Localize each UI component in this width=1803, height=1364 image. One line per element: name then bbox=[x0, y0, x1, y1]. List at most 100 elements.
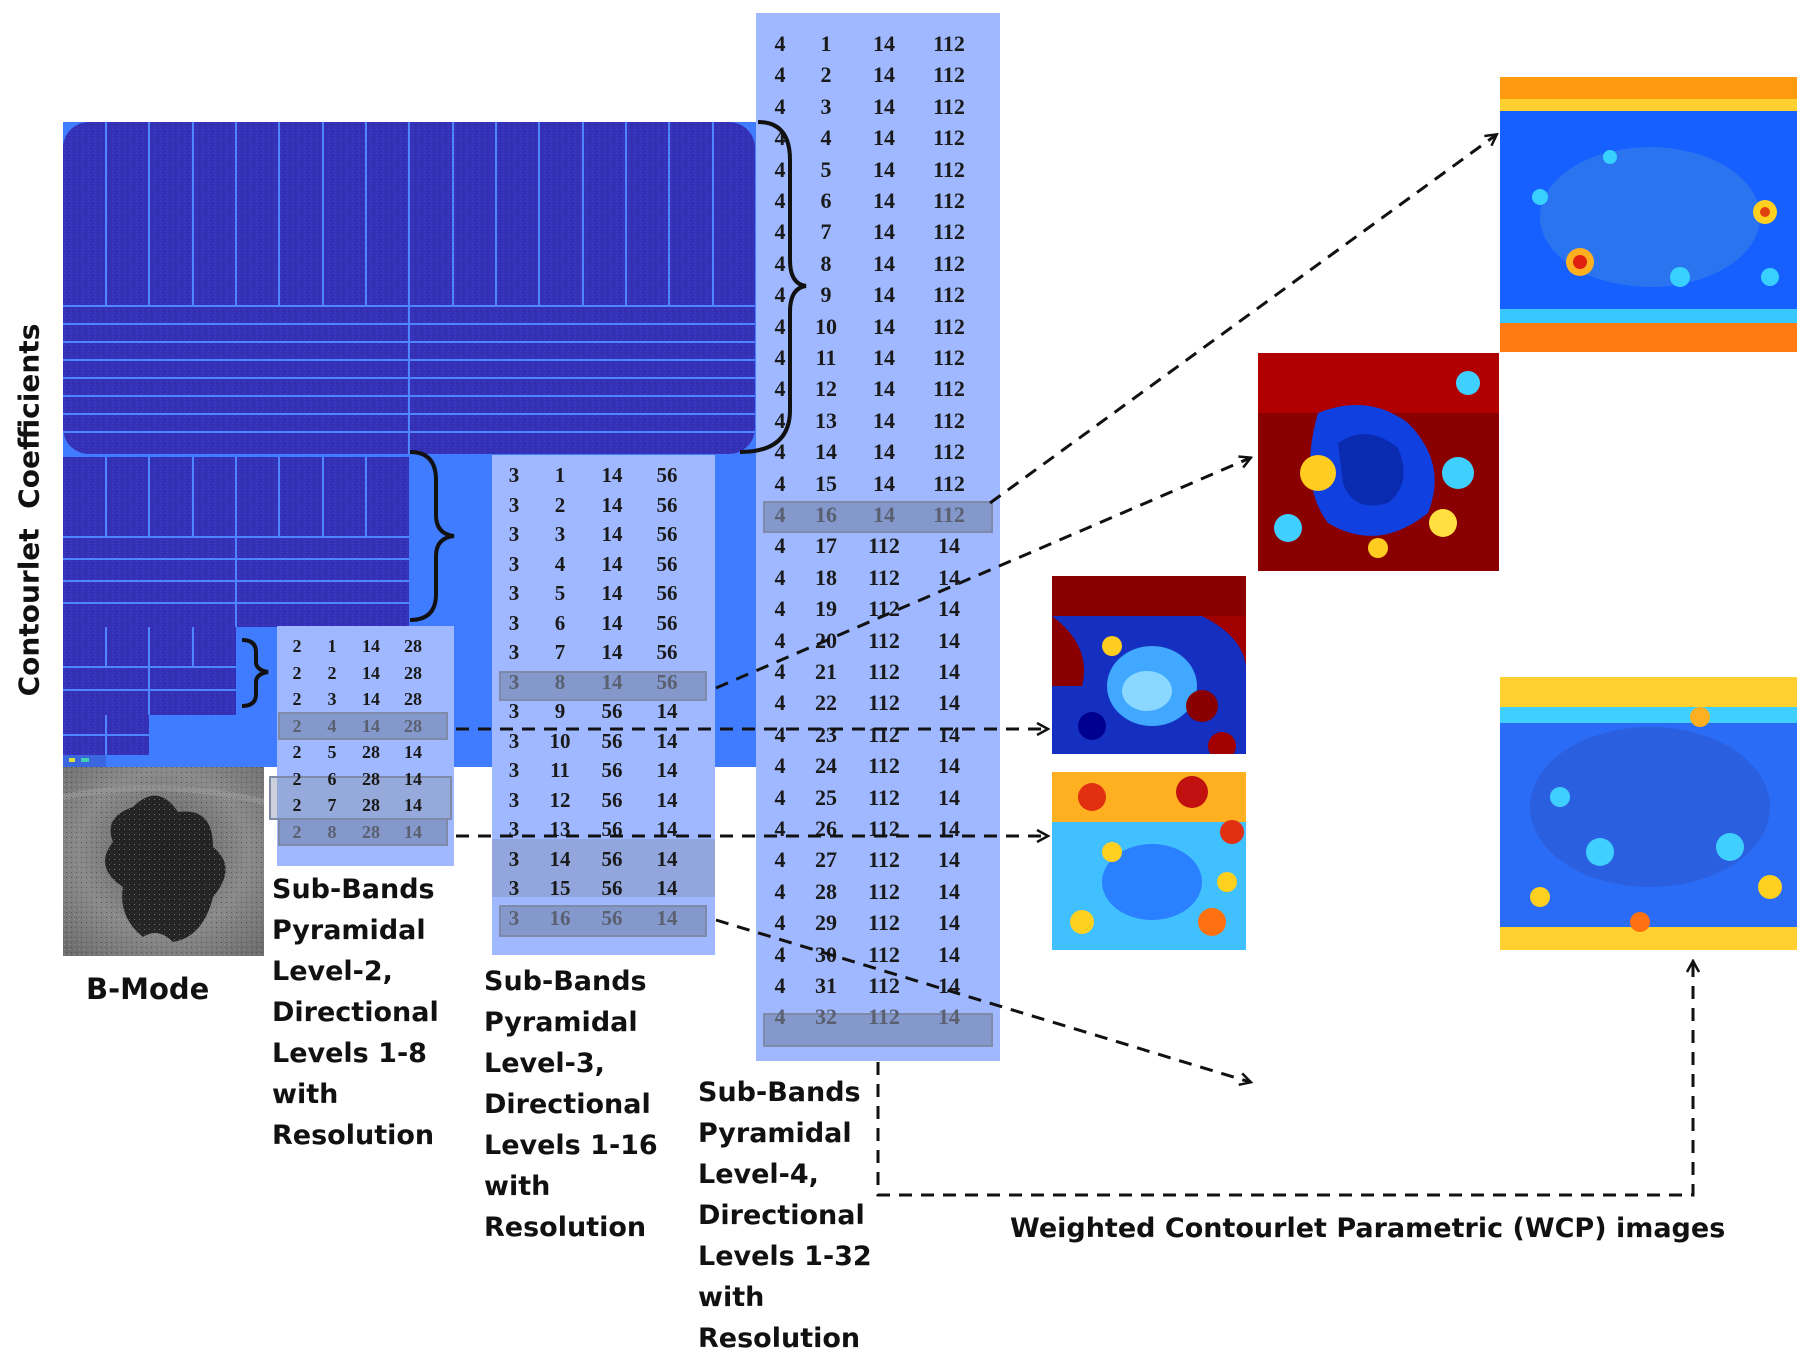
level3-cell: 4 bbox=[554, 551, 566, 576]
level3-cell: 3 bbox=[508, 787, 520, 812]
level2-cell: 2 bbox=[292, 715, 302, 736]
level4-cell: 14 bbox=[938, 690, 960, 716]
level4-caption-line: Levels 1-32 bbox=[698, 1241, 872, 1272]
level2-caption-line: Sub-Bands bbox=[272, 874, 435, 905]
brace-level3 bbox=[409, 450, 455, 622]
level4-cell: 14 bbox=[873, 345, 895, 370]
level2-cell: 2 bbox=[292, 636, 302, 656]
level4-cell: 112 bbox=[868, 910, 900, 936]
level4-cell: 14 bbox=[938, 533, 960, 559]
level4-cell: 4 bbox=[774, 156, 786, 182]
level4-cell: 112 bbox=[868, 753, 900, 779]
level4-cell: 7 bbox=[820, 219, 832, 245]
level2-cell: 14 bbox=[404, 821, 422, 842]
level4-cell: 19 bbox=[815, 596, 837, 622]
level3-cell: 3 bbox=[508, 581, 520, 605]
level4-cell: 4 bbox=[774, 188, 786, 213]
arrow-l3r16-to-wcp bbox=[715, 918, 1250, 1082]
level4-caption-line: Sub-Bands bbox=[698, 1077, 861, 1108]
wcp-graphic-4 bbox=[1052, 772, 1246, 950]
level2-cell: 2 bbox=[292, 662, 302, 683]
level3-cell: 3 bbox=[508, 876, 520, 900]
level4-cell: 14 bbox=[938, 784, 960, 810]
level4-cell: 6 bbox=[820, 188, 832, 213]
level4-cell: 15 bbox=[815, 470, 837, 496]
mosaic-graphic bbox=[63, 122, 763, 767]
level4-highlight-row-32 bbox=[763, 1013, 993, 1047]
level2-caption-line: Pyramidal bbox=[272, 915, 426, 946]
level3-cell: 14 bbox=[601, 463, 623, 487]
level3-cell: 3 bbox=[508, 551, 520, 576]
level3-cell: 56 bbox=[601, 787, 623, 812]
level4-cell: 4 bbox=[774, 596, 786, 622]
level4-cell: 14 bbox=[873, 376, 895, 402]
level4-cell: 112 bbox=[933, 93, 965, 119]
level4-cell: 14 bbox=[873, 439, 895, 465]
y-axis-label: Contourlet Coefficients bbox=[12, 323, 46, 697]
level3-cell: 14 bbox=[601, 640, 623, 664]
level3-caption-line: Level-3, bbox=[484, 1048, 605, 1079]
level2-cell: 28 bbox=[362, 742, 380, 762]
level3-cell: 3 bbox=[508, 817, 520, 841]
level4-cell: 112 bbox=[933, 62, 965, 88]
level4-cell: 14 bbox=[873, 250, 895, 276]
level3-caption-line: Directional bbox=[484, 1089, 651, 1120]
level2-caption-line: Resolution bbox=[272, 1120, 435, 1151]
level4-cell: 9 bbox=[820, 282, 832, 308]
level3-cell: 56 bbox=[656, 610, 678, 635]
arrow-l4r16-to-wcp bbox=[989, 135, 1496, 505]
level3-cell: 12 bbox=[549, 787, 571, 812]
level4-cell: 14 bbox=[873, 470, 895, 496]
level2-caption-line: with bbox=[272, 1079, 339, 1110]
level3-cell: 14 bbox=[656, 905, 678, 930]
level4-cell: 112 bbox=[933, 439, 965, 465]
level4-cell: 14 bbox=[938, 941, 960, 967]
level4-cell: 14 bbox=[873, 282, 895, 308]
level4-cell: 112 bbox=[933, 345, 965, 370]
level4-cell: 112 bbox=[933, 282, 965, 308]
level4-cell: 112 bbox=[868, 1004, 900, 1030]
level4-subband-grid bbox=[63, 122, 755, 454]
level4-caption-line: Level-4, bbox=[698, 1159, 819, 1190]
level4-cell: 112 bbox=[933, 407, 965, 433]
level4-cell: 4 bbox=[774, 250, 786, 276]
level3-cell: 1 bbox=[554, 463, 566, 487]
level4-cell: 14 bbox=[938, 596, 960, 622]
level4-cell: 4 bbox=[774, 973, 786, 998]
level4-cell: 4 bbox=[774, 721, 786, 747]
level2-cell: 2 bbox=[292, 742, 302, 762]
level4-cell: 18 bbox=[815, 564, 837, 590]
level4-cell: 12 bbox=[815, 376, 837, 402]
level3-subband-grid bbox=[63, 457, 409, 627]
level3-cell: 14 bbox=[656, 787, 678, 812]
level3-cell: 3 bbox=[554, 522, 566, 546]
level4-cell: 4 bbox=[774, 282, 786, 308]
level3-cell: 3 bbox=[508, 905, 520, 930]
level4-cell: 112 bbox=[868, 878, 900, 904]
level4-cell: 27 bbox=[815, 847, 837, 873]
level3-cell: 56 bbox=[601, 699, 623, 723]
level3-cell: 3 bbox=[508, 699, 520, 723]
level4-cell: 4 bbox=[774, 910, 786, 936]
level2-cell: 28 bbox=[362, 821, 380, 842]
level2-cell: 2 bbox=[292, 689, 302, 709]
